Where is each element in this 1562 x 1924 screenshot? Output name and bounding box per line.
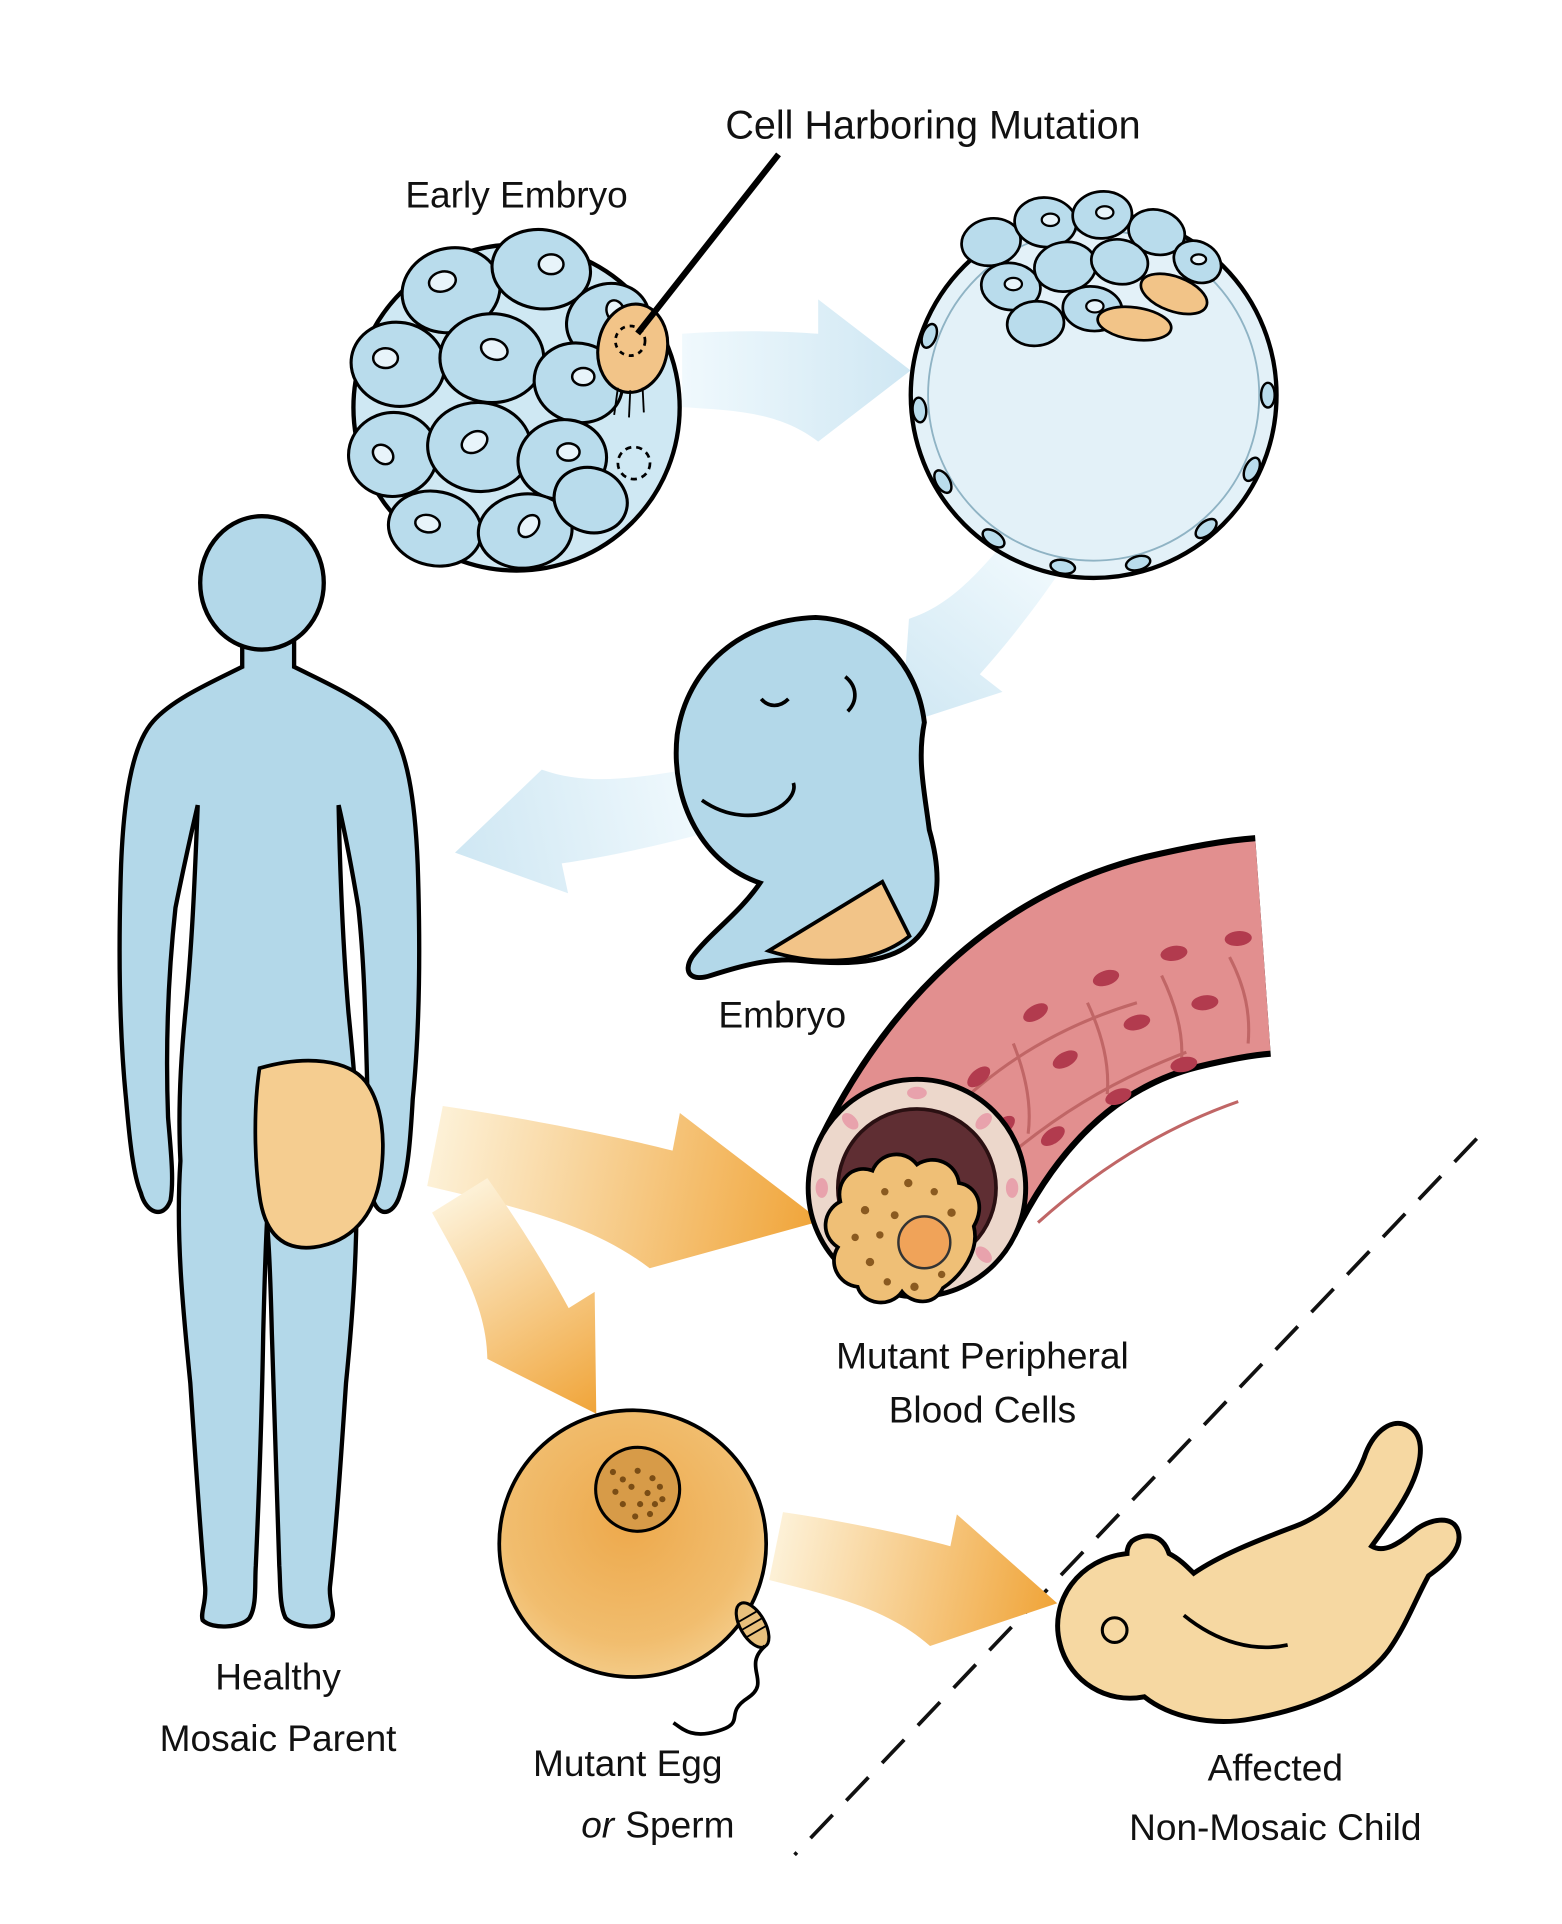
egg-nucleus [594,1445,682,1533]
arrow-morula-to-blastocyst [682,299,911,442]
label-embryo: Embryo [718,993,846,1035]
mutant-cell-in-morula [596,302,670,394]
label-egg-or: or [581,1804,616,1846]
mosaic-patch-parent [253,1058,385,1250]
label-early-embryo: Early Embryo [405,173,627,215]
embryo-arm [700,782,796,818]
egg-cell-illustration [497,1408,769,1679]
label-egg-line1: Mutant Egg [533,1742,723,1784]
mosaic-patch-embryo [764,879,912,963]
label-blood-line1: Mutant Peripheral [836,1334,1129,1376]
dashed-nucleus [616,445,652,481]
parent-head [198,514,326,652]
embryo-ear [844,675,857,713]
generation-divider-dashed-line [793,1137,1479,1857]
label-parent-line2: Mosaic Parent [160,1717,398,1759]
sperm-illustration [672,1601,771,1736]
label-cell-harboring-mutation: Cell Harboring Mutation [725,103,1140,147]
mutation-pointer-line [635,152,781,336]
child-arm [1182,1613,1289,1650]
embryo-eye [759,697,790,708]
label-blood-line2: Blood Cells [889,1389,1076,1431]
mutant-blood-cell [823,1152,981,1305]
child-ear [1100,1616,1129,1644]
embryo-illustration [673,614,940,981]
mutant-cell-in-blastocyst [1096,305,1173,342]
sperm-tail [672,1644,767,1736]
mutant-cell-in-blastocyst [1139,272,1209,316]
label-parent-line1: Healthy [215,1655,341,1697]
blastocyst-illustration [908,190,1279,581]
blood-vessel-illustration [805,835,1272,1305]
inner-cell-mass [960,190,1223,348]
label-child-line1: Affected [1208,1747,1343,1789]
blood-cell-nucleus [897,1215,952,1270]
label-child-line2: Non-Mosaic Child [1129,1806,1421,1848]
parent-silhouette [117,514,422,1629]
label-egg-sperm: Sperm [625,1804,734,1846]
arrow-egg-to-child [762,1480,1071,1670]
early-embryo-illustration [346,227,682,573]
child-illustration [1055,1421,1462,1724]
